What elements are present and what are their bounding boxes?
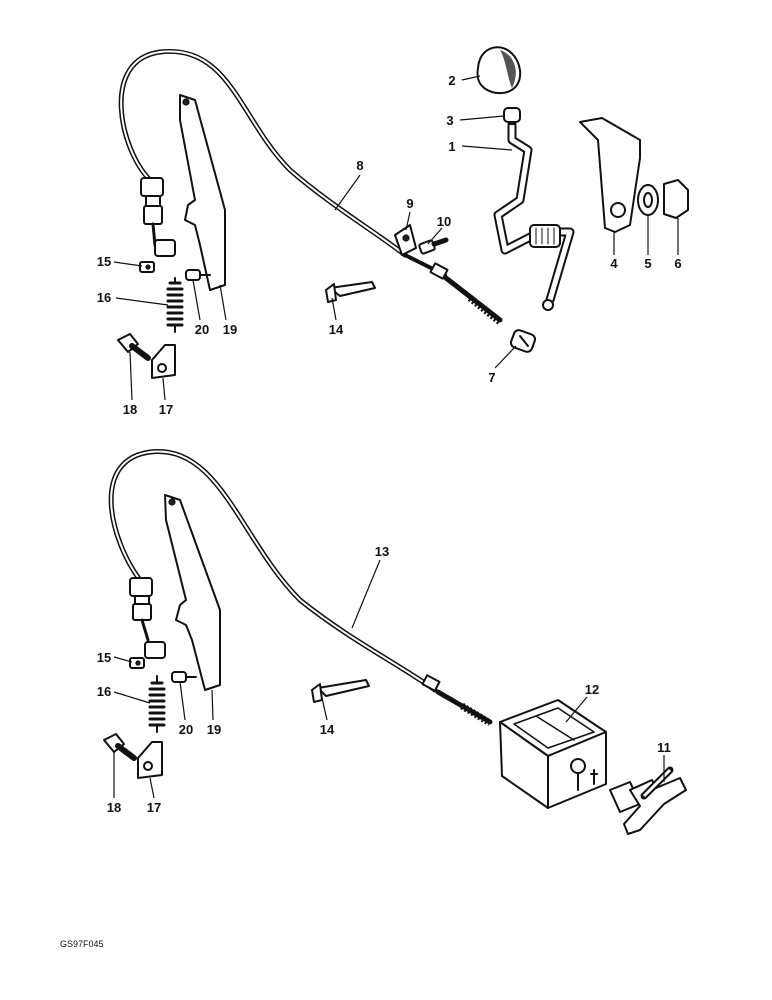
callout-7: 7 [488,370,495,385]
figure-code: GS97F045 [60,939,104,949]
callout-17-top: 17 [159,402,173,417]
washer-5 [637,184,659,216]
callout-10: 10 [437,214,451,229]
spring-16-top [166,277,184,333]
bolt-15-top [139,261,155,273]
handle-11 [609,766,687,835]
callout-17-bottom: 17 [147,800,161,815]
screw-20-bottom [171,671,197,683]
clamp-bottom [144,641,166,659]
callout-16-bottom: 16 [97,684,111,699]
callout-labels: 2 3 1 8 9 10 4 5 6 7 14 15 16 18 17 20 1… [97,73,682,815]
collar-3 [503,107,521,123]
callout-14-top: 14 [329,322,344,337]
cable-13 [108,449,493,726]
callout-19-bottom: 19 [207,722,221,737]
bracket-4 [579,117,641,233]
housing-12 [499,699,607,809]
bolt-18-top [117,333,151,361]
callout-12: 12 [585,682,599,697]
callout-9: 9 [406,196,413,211]
callout-16-top: 16 [97,290,111,305]
nut-7 [509,329,537,353]
cable-fittings-top [140,177,164,247]
cable-fittings-bottom [129,577,153,642]
nut-6 [663,179,689,219]
bottom-assembly [103,449,687,835]
bolt-10 [418,237,449,255]
lever-19-bottom [164,494,221,691]
callout-2: 2 [448,73,455,88]
callout-20-bottom: 20 [179,722,193,737]
top-assembly [117,46,689,379]
callout-6: 6 [674,256,681,271]
pin-14-top [325,281,376,303]
callout-1: 1 [448,139,455,154]
callout-5: 5 [644,256,651,271]
callout-20-top: 20 [195,322,209,337]
lever-19-top [179,94,226,291]
callout-8: 8 [356,158,363,173]
callout-15-bottom: 15 [97,650,111,665]
bolt-15-bottom [129,657,145,669]
callout-18-bottom: 18 [107,800,121,815]
rod-1 [493,120,575,311]
bolt-18-bottom [103,733,137,761]
callout-11: 11 [657,740,671,755]
clip-9 [394,224,417,256]
callout-3: 3 [446,113,453,128]
callout-18-top: 18 [123,402,137,417]
bracket-17-bottom [137,741,163,779]
pin-14-bottom [311,679,370,703]
callout-4: 4 [610,256,618,271]
callout-15-top: 15 [97,254,111,269]
spring-16-bottom [148,675,166,733]
clamp-top [154,239,176,257]
cable-8 [118,48,503,325]
callout-19-top: 19 [223,322,237,337]
callout-13: 13 [375,544,389,559]
callout-14-bottom: 14 [320,722,335,737]
leader-lines [113,75,679,799]
bracket-17-top [151,344,176,379]
